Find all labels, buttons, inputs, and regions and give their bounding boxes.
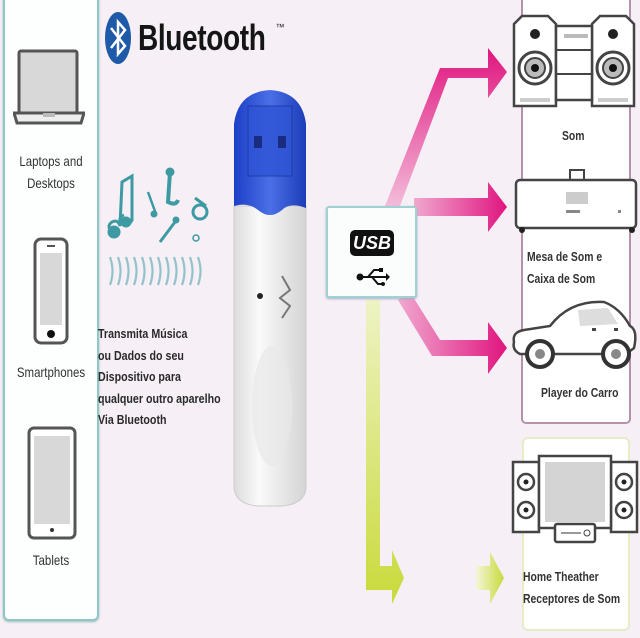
laptop-icon: [13, 49, 85, 125]
arrow-to-carro: [398, 292, 507, 374]
bluetooth-icon: [105, 12, 131, 64]
bluetooth-brand: Bluetooth ™: [104, 10, 284, 66]
description-text: Transmita Música ou Dados do seu Disposi…: [98, 326, 221, 427]
usb-label: USB: [350, 230, 394, 256]
arrow-to-home-theater: [476, 552, 504, 604]
trademark: ™: [275, 22, 285, 32]
mixer-speaker-icon: [514, 169, 638, 233]
tablets-label: Tablets: [32, 552, 70, 568]
usb-trident-icon: [356, 268, 390, 286]
music-notes-icon: [107, 167, 209, 286]
laptops-label: Laptops and Desktops: [19, 153, 83, 191]
brand-name: Bluetooth: [138, 17, 266, 58]
arrow-to-mesa: [414, 182, 507, 232]
stereo-system-icon: [512, 14, 636, 108]
som-label: Som: [562, 128, 585, 143]
car-icon: [512, 300, 637, 369]
usb-output-box: USB: [326, 206, 417, 298]
source-devices-panel: Laptops and Desktops Smartphones Tablets: [3, 0, 99, 621]
tablet-icon: [27, 426, 77, 540]
carro-label: Player do Carro: [541, 385, 619, 400]
arrow-to-som: [385, 48, 507, 206]
smartphone-icon: [33, 237, 69, 345]
mesa-label: Mesa de Som e Caixa de Som: [527, 249, 603, 286]
home-theater-icon: [511, 454, 639, 544]
home-theater-label: Home Theather Receptores de Som: [523, 569, 621, 606]
smartphones-label: Smartphones: [16, 364, 86, 380]
bluetooth-usb-dongle: [233, 90, 307, 507]
arrow-down-lime: [366, 300, 404, 604]
